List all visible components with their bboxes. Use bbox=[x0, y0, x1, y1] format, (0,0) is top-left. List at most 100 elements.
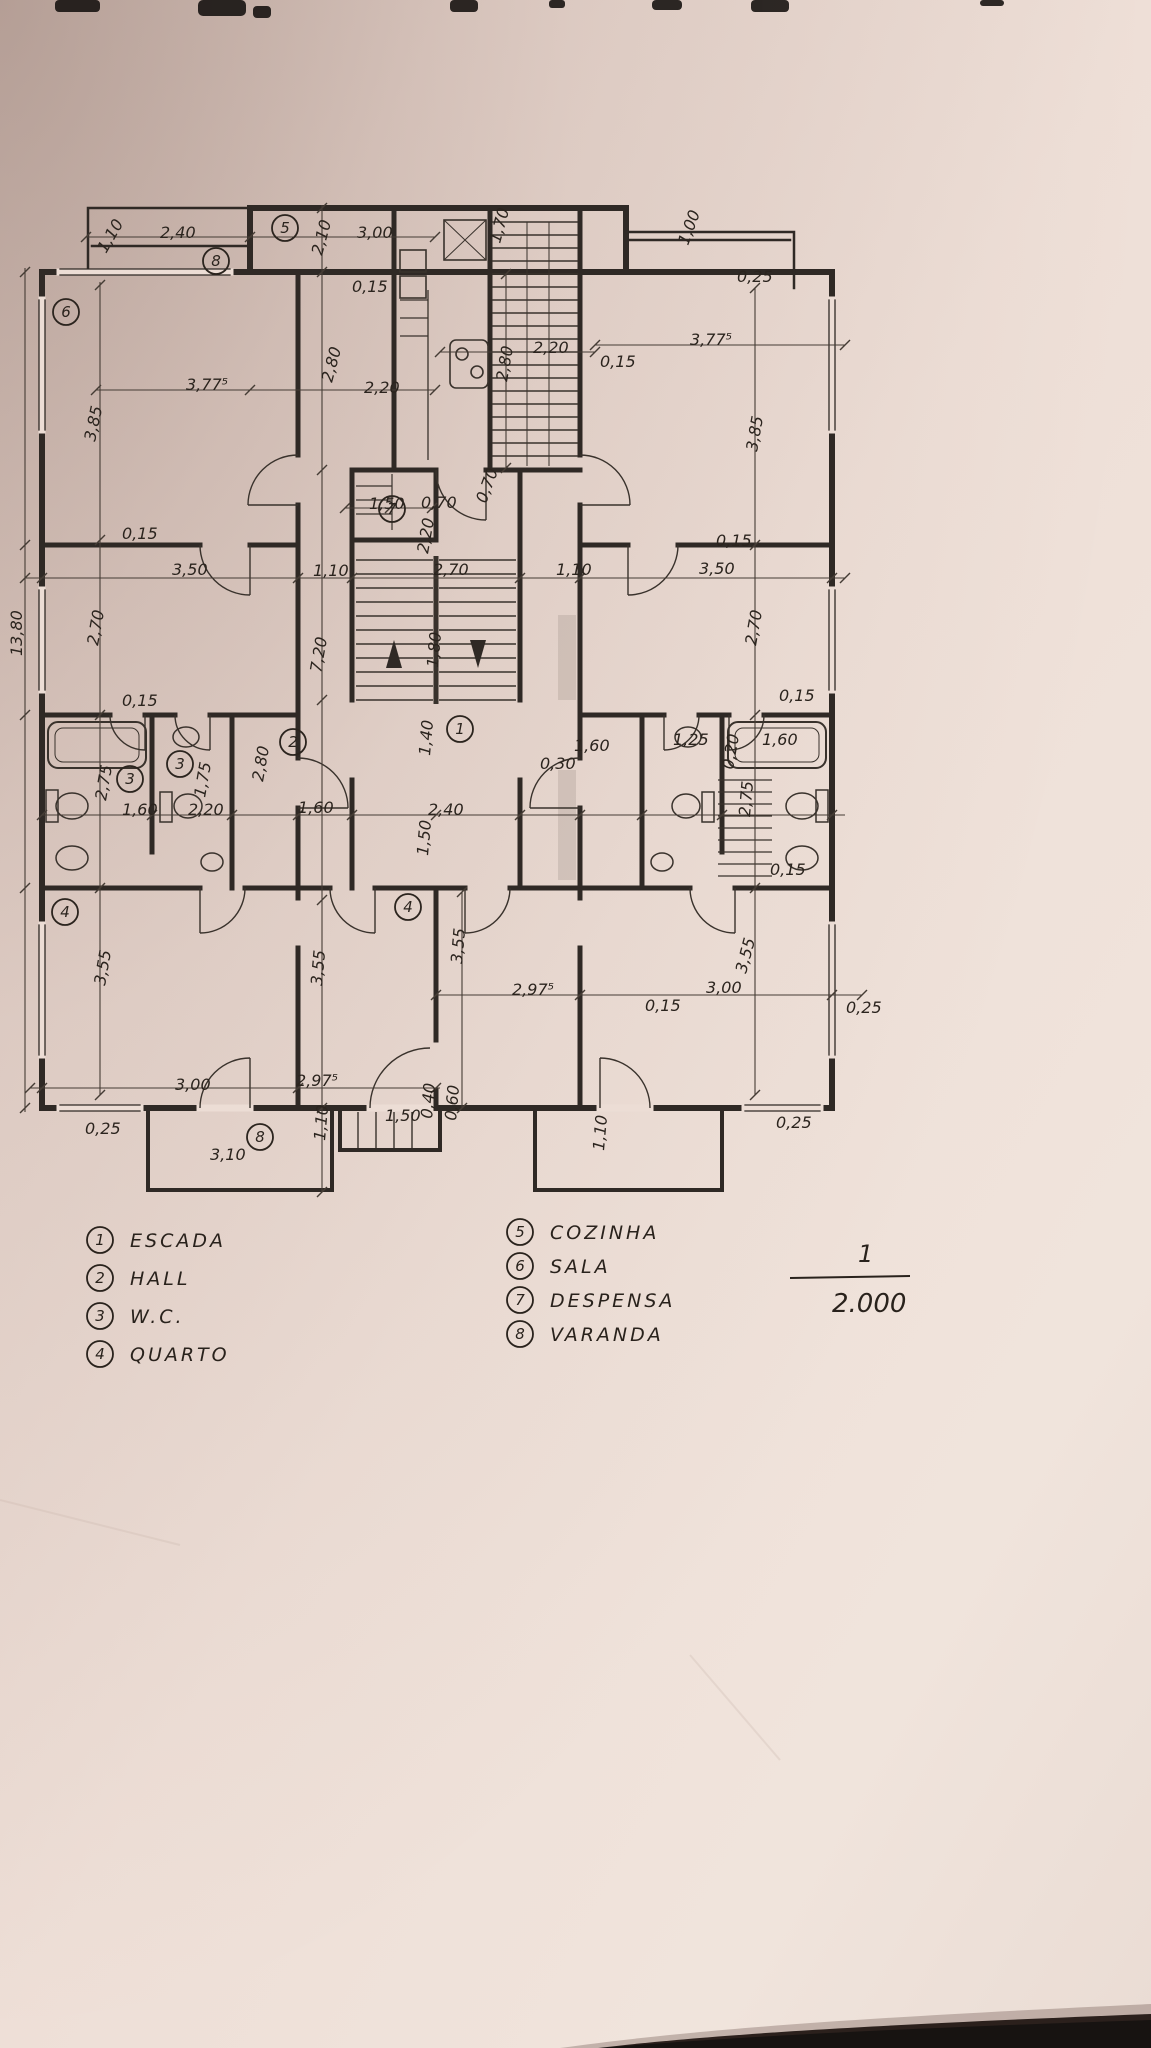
dimension-label: 0,15 bbox=[122, 691, 158, 710]
dimension-tick bbox=[94, 279, 106, 291]
dimension-tick bbox=[749, 1089, 761, 1101]
dimension-tick bbox=[292, 1082, 304, 1094]
dimension-label: 1,60 bbox=[122, 800, 158, 819]
dimension-label: 1,10 bbox=[556, 560, 592, 579]
room-marker-circle bbox=[378, 495, 406, 523]
wall-gap-erase bbox=[38, 268, 836, 1112]
dimension-tick bbox=[429, 231, 441, 243]
dimension-label: 2,97⁵ bbox=[512, 980, 554, 999]
dimension-tick bbox=[514, 809, 526, 821]
dimension-label: 0,15 bbox=[645, 996, 681, 1015]
dimension-tick bbox=[316, 464, 328, 476]
room-marker-number: 7 bbox=[387, 500, 397, 518]
legend-item-label: DESPENSA bbox=[550, 1290, 675, 1312]
dimension-tick bbox=[292, 809, 304, 821]
dimension-tick bbox=[80, 231, 92, 243]
dimension-label: 0,15 bbox=[779, 686, 815, 705]
sink bbox=[55, 845, 89, 871]
room-marker-circle bbox=[51, 898, 79, 926]
dimension-label: 2,40 bbox=[428, 800, 464, 819]
dimension-label: 2,20 bbox=[188, 800, 224, 819]
dimension-tick bbox=[430, 989, 442, 1001]
bathtub bbox=[47, 721, 147, 769]
dimension-tick bbox=[346, 809, 358, 821]
room-marker-circle bbox=[52, 298, 80, 326]
dimension-label: 0,60 bbox=[441, 1084, 463, 1121]
dimension-label: 1,25 bbox=[673, 730, 709, 749]
legend-item-circle bbox=[506, 1320, 534, 1348]
dimension-label: 3,10 bbox=[210, 1145, 246, 1164]
dimension-tick bbox=[94, 882, 106, 894]
toilet-tank bbox=[45, 789, 59, 823]
dimension-label: 1,10 bbox=[589, 1114, 611, 1151]
dimension-tick bbox=[36, 572, 48, 584]
dimension-tick bbox=[574, 572, 586, 584]
dimension-tick bbox=[429, 384, 441, 396]
dimension-tick bbox=[574, 809, 586, 821]
dimension-tick bbox=[94, 709, 106, 721]
dimension-label: 1,10 bbox=[310, 1104, 332, 1141]
room-marker-number: 5 bbox=[280, 219, 290, 237]
stair-down-arrow bbox=[470, 640, 486, 668]
windows bbox=[38, 268, 836, 1112]
dimension-tick bbox=[749, 282, 761, 294]
dimension-label: 1,50 bbox=[413, 819, 435, 856]
dimension-label: 2,75 bbox=[735, 780, 757, 817]
room-marker-circle bbox=[166, 750, 194, 778]
legend-item-label: COZINHA bbox=[550, 1222, 659, 1244]
dimension-tick bbox=[589, 339, 601, 351]
legend-item-number: 6 bbox=[515, 1257, 525, 1275]
paper-creases bbox=[0, 1499, 781, 1761]
railings bbox=[86, 206, 796, 290]
dimension-label: 2,40 bbox=[160, 223, 196, 242]
dimension-label: 0,15 bbox=[600, 352, 636, 371]
dimension-tick bbox=[24, 1082, 36, 1094]
legend-item-label: W.C. bbox=[130, 1306, 185, 1328]
stair-up-arrow bbox=[386, 640, 402, 668]
dimension-tick bbox=[339, 502, 351, 514]
legend-item-circle bbox=[506, 1218, 534, 1246]
dimension-tick bbox=[316, 266, 328, 278]
legend-item-label: VARANDA bbox=[550, 1324, 664, 1346]
dimension-tick bbox=[839, 572, 851, 584]
legend-item-number: 7 bbox=[515, 1291, 525, 1309]
service-stair-stringers bbox=[526, 222, 550, 466]
dimension-label: 1,60 bbox=[298, 798, 334, 817]
scale-denominator: 2.000 bbox=[832, 1289, 906, 1319]
dimension-tick bbox=[316, 1186, 328, 1198]
dimension-tick bbox=[384, 502, 396, 514]
door-swings bbox=[109, 454, 765, 1109]
dimension-tick bbox=[456, 1102, 468, 1114]
legend-item-label: SALA bbox=[550, 1256, 611, 1278]
shower-hatch bbox=[718, 779, 772, 877]
dimension-tick bbox=[19, 882, 31, 894]
room-marker-circle bbox=[446, 715, 474, 743]
dimension-tick bbox=[316, 202, 328, 214]
balcony-walls bbox=[146, 1106, 724, 1192]
dimension-tick bbox=[90, 384, 102, 396]
dimension-label: 0,70 bbox=[421, 493, 457, 512]
dimension-label: 3,00 bbox=[706, 978, 742, 997]
room-marker-number: 3 bbox=[175, 755, 185, 773]
legend-item-circle bbox=[86, 1226, 114, 1254]
dimension-label: 2,20 bbox=[364, 378, 400, 397]
dimension-tick bbox=[749, 709, 761, 721]
pantry-shelves bbox=[356, 474, 393, 530]
kitchen-fixtures bbox=[399, 219, 489, 460]
dimension-tick bbox=[826, 572, 838, 584]
room-marker-circle bbox=[279, 728, 307, 756]
legend-item-number: 5 bbox=[515, 1223, 525, 1241]
dimension-label: 0,40 bbox=[417, 1082, 439, 1119]
dimension-tick bbox=[19, 1102, 31, 1114]
dimension-label: 0,25 bbox=[846, 998, 882, 1017]
dimension-label: 0,15 bbox=[352, 277, 388, 296]
bathtub bbox=[727, 721, 827, 769]
dimension-label: 0,15 bbox=[770, 860, 806, 879]
dimension-tick bbox=[426, 502, 438, 514]
dimension-tick bbox=[36, 809, 48, 821]
dimension-label: 3,50 bbox=[699, 559, 735, 578]
porch-steps bbox=[357, 1112, 413, 1148]
dimension-label: 1,10 bbox=[313, 561, 349, 580]
